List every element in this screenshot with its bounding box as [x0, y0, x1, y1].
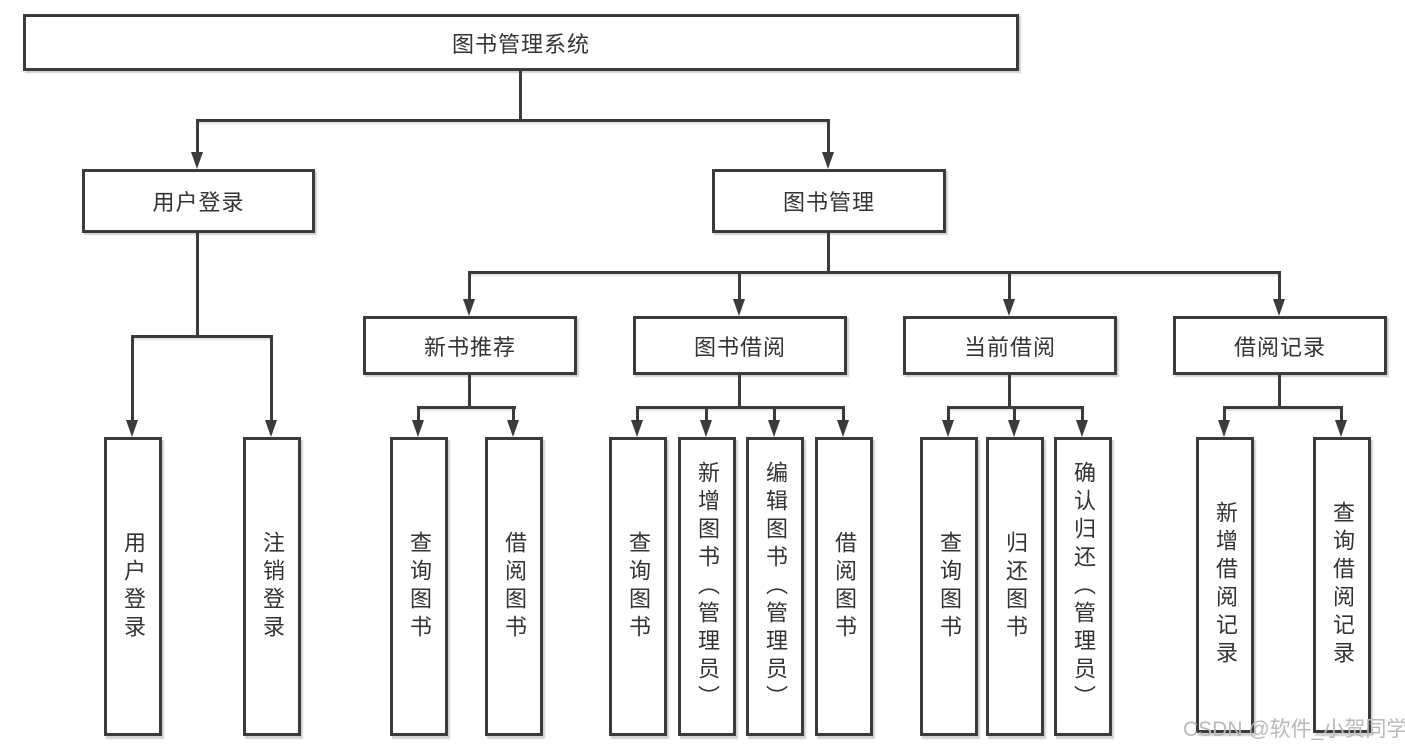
- leaf-user-login-label: 用户登录: [121, 530, 146, 643]
- leaf-return-book-label: 归还图书: [1003, 530, 1028, 643]
- leaf-confirm-return-admin: 确认归还（管理员）: [1054, 437, 1112, 736]
- connector-drop-leaf: [842, 406, 845, 423]
- connector-drop-leaf: [705, 406, 708, 423]
- connector-drop-leaf: [1223, 406, 1226, 423]
- leaf-borrow-book-label: 借阅图书: [832, 530, 857, 643]
- connector-branch-stem: [1008, 375, 1011, 408]
- node-root-label: 图书管理系统: [451, 31, 590, 57]
- arrowhead-icon: [1335, 420, 1347, 437]
- node-book-management: 图书管理: [712, 169, 946, 233]
- connector-drop-leaf: [417, 406, 420, 423]
- arrowhead-icon: [507, 420, 519, 437]
- leaf-edit-book-admin: 编辑图书（管理员）: [746, 437, 804, 736]
- connector-branch-stem: [738, 375, 741, 408]
- connector-mgmt-stem: [827, 233, 830, 273]
- arrowhead-icon: [1003, 299, 1015, 316]
- arrowhead-icon: [768, 420, 780, 437]
- connector-drop-leaf: [1340, 406, 1343, 423]
- leaf-logout: 注销登录: [243, 437, 301, 736]
- arrowhead-icon: [822, 152, 834, 169]
- arrowhead-icon: [1008, 420, 1020, 437]
- arrowhead-icon: [126, 420, 138, 437]
- connector-drop-leaf: [1081, 406, 1084, 423]
- connector-drop-leaf: [1013, 406, 1016, 423]
- arrowhead-icon: [1218, 420, 1230, 437]
- node-root: 图书管理系统: [23, 14, 1019, 71]
- leaf-query-book-recommend-label: 查询图书: [407, 530, 432, 643]
- node-book-borrow-label: 图书借阅: [693, 334, 786, 360]
- node-book-management-label: 图书管理: [782, 190, 875, 215]
- node-new-book-recommend: 新书推荐: [363, 316, 577, 375]
- connector-root-stem: [519, 71, 522, 121]
- connector-drop-leaf: [131, 335, 134, 422]
- leaf-query-book-current-label: 查询图书: [937, 530, 962, 643]
- node-book-borrow: 图书借阅: [633, 316, 847, 375]
- leaf-logout-label: 注销登录: [260, 530, 285, 643]
- csdn-watermark: CSDN @软件_小贺同学: [1183, 718, 1405, 741]
- leaf-add-book-admin: 新增图书（管理员）: [678, 437, 736, 736]
- leaf-query-book-recommend: 查询图书: [390, 437, 448, 736]
- connector-level2-bar: [468, 271, 1281, 274]
- leaf-borrow-book: 借阅图书: [815, 437, 873, 736]
- connector-drop-leaf: [636, 406, 639, 423]
- arrowhead-icon: [1076, 420, 1088, 437]
- node-borrow-records-label: 借阅记录: [1233, 334, 1326, 360]
- leaf-query-book-borrow: 查询图书: [609, 437, 667, 736]
- arrowhead-icon: [733, 299, 745, 316]
- connector-drop-leaf: [270, 335, 273, 422]
- leaf-edit-book-admin-label: 编辑图书（管理员）: [763, 460, 788, 713]
- arrowhead-icon: [412, 420, 424, 437]
- connector-split-bar: [417, 406, 516, 409]
- connector-split-bar: [636, 406, 845, 409]
- leaf-return-book: 归还图书: [986, 437, 1044, 736]
- arrowhead-icon: [837, 420, 849, 437]
- leaf-borrow-book-recommend-label: 借阅图书: [502, 530, 527, 643]
- leaf-borrow-book-recommend: 借阅图书: [485, 437, 543, 736]
- connector-login-stem: [196, 233, 199, 337]
- arrowhead-icon: [265, 420, 277, 437]
- leaf-user-login: 用户登录: [104, 437, 162, 736]
- node-borrow-records: 借阅记录: [1173, 316, 1387, 375]
- leaf-query-book-current: 查询图书: [920, 437, 978, 736]
- connector-drop-branch: [738, 271, 741, 302]
- connector-branch-stem: [468, 375, 471, 408]
- node-current-borrow-label: 当前借阅: [963, 334, 1056, 360]
- leaf-query-book-borrow-label: 查询图书: [626, 530, 651, 643]
- arrowhead-icon: [942, 420, 954, 437]
- connector-drop-branch: [1278, 271, 1281, 302]
- leaf-add-borrow-record: 新增借阅记录: [1196, 437, 1254, 733]
- connector-split-bar: [1223, 406, 1343, 409]
- arrowhead-icon: [1273, 299, 1285, 316]
- node-user-login-label: 用户登录: [152, 190, 245, 215]
- connector-level1-bar: [196, 119, 830, 122]
- leaf-add-book-admin-label: 新增图书（管理员）: [695, 460, 720, 713]
- arrowhead-icon: [191, 152, 203, 169]
- arrowhead-icon: [463, 299, 475, 316]
- connector-login-bar: [131, 335, 273, 338]
- connector-drop-leaf: [512, 406, 515, 423]
- leaf-add-borrow-record-label: 新增借阅记录: [1213, 501, 1238, 669]
- arrowhead-icon: [631, 420, 643, 437]
- connector-drop-branch: [468, 271, 471, 302]
- leaf-confirm-return-admin-label: 确认归还（管理员）: [1071, 460, 1096, 713]
- leaf-query-borrow-record-label: 查询借阅记录: [1330, 501, 1355, 669]
- connector-drop-book-management: [827, 119, 830, 155]
- node-user-login: 用户登录: [82, 169, 315, 233]
- arrowhead-icon: [700, 420, 712, 437]
- connector-branch-stem: [1278, 375, 1281, 408]
- node-current-borrow: 当前借阅: [903, 316, 1117, 375]
- connector-drop-user-login: [196, 119, 199, 155]
- node-new-book-recommend-label: 新书推荐: [423, 334, 516, 360]
- connector-drop-branch: [1008, 271, 1011, 302]
- leaf-query-borrow-record: 查询借阅记录: [1313, 437, 1371, 733]
- connector-drop-leaf: [947, 406, 950, 423]
- connector-drop-leaf: [773, 406, 776, 423]
